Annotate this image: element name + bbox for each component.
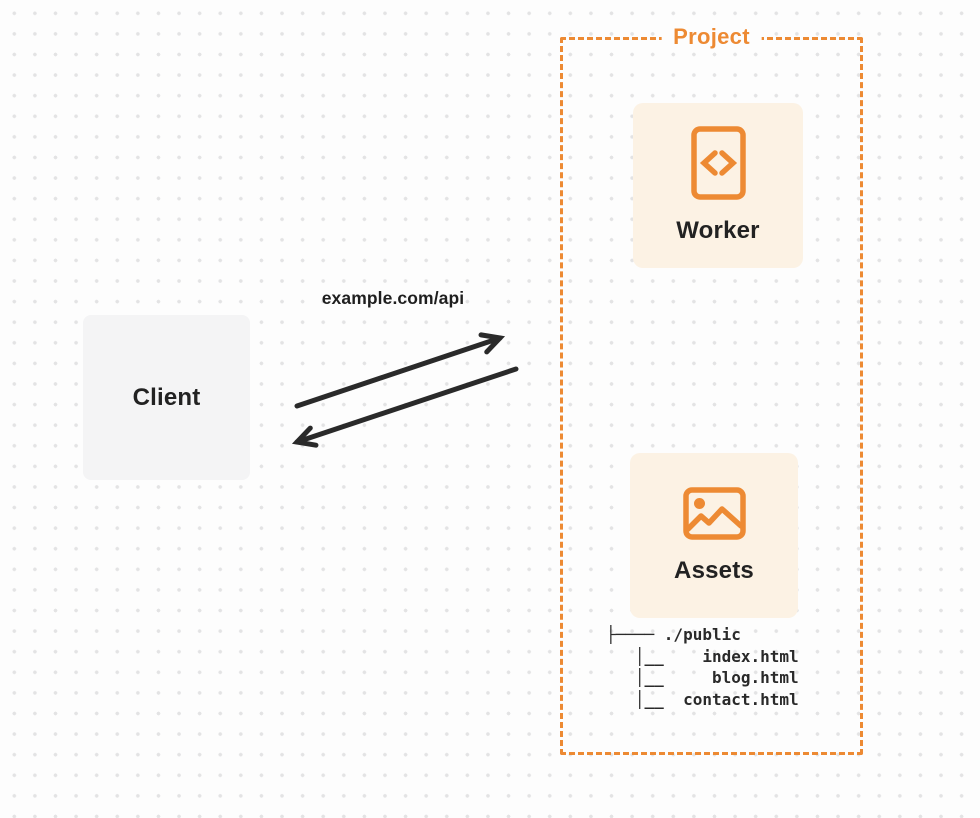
worker-node: Worker xyxy=(633,103,803,268)
code-document-icon xyxy=(690,126,746,200)
project-label: Project xyxy=(661,23,762,51)
arrow-client-to-project xyxy=(294,332,506,409)
client-label: Client xyxy=(132,383,201,411)
image-icon xyxy=(682,486,746,540)
assets-label: Assets xyxy=(674,556,754,584)
file-tree: ├──── ./public │__ index.html │__ blog.h… xyxy=(606,625,799,709)
worker-label: Worker xyxy=(676,217,760,244)
request-url-label: example.com/api xyxy=(321,288,465,308)
project-boundary: Project Worker Assets xyxy=(560,23,863,755)
client-node: Client xyxy=(83,315,250,480)
arrow-project-to-client xyxy=(291,366,519,448)
assets-node: Assets xyxy=(630,453,798,618)
